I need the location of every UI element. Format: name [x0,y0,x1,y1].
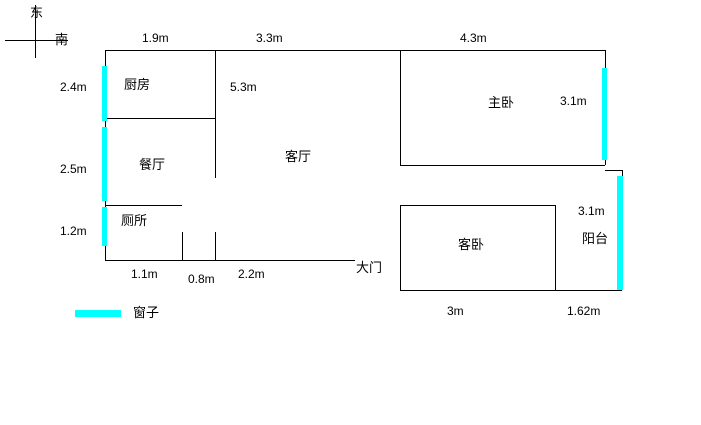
dimension-label: 4.3m [460,31,487,45]
room-label-dining-room: 餐厅 [139,157,166,172]
dimension-label: 2.2m [238,267,265,281]
dimension-label: 1.2m [60,224,87,238]
dimension-label: 0.8m [188,272,215,286]
legend-window-swatch [75,310,121,317]
wall-line [105,205,182,206]
dimension-label: 1.9m [142,31,169,45]
window-marker [617,176,623,290]
wall-line [400,205,401,290]
window-marker [602,68,607,160]
wall-line [215,232,216,260]
wall-line [605,170,622,171]
dimension-label: 5.3m [230,80,257,94]
wall-line [215,50,216,178]
room-label-balcony: 阳台 [582,231,609,246]
compass-axis-line [5,40,68,41]
dimension-label: 2.5m [60,162,87,176]
dimension-label: 3.1m [560,94,587,108]
wall-line [105,118,215,119]
wall-line [105,50,605,51]
dimension-label: 3.3m [256,31,283,45]
wall-line [105,260,355,261]
compass-axis-line [35,5,36,58]
wall-line [400,165,605,166]
wall-line [400,290,622,291]
dimension-label: 3m [447,304,464,318]
room-label-living-room: 客厅 [285,149,312,164]
room-label-kitchen: 厨房 [124,77,151,92]
room-label-main-door: 大门 [356,260,383,275]
legend-window-label: 窗子 [133,305,160,320]
dimension-label: 3.1m [578,204,605,218]
room-label-toilet: 厕所 [121,213,148,228]
window-marker [102,207,107,246]
dimension-label: 2.4m [60,80,87,94]
compass-east-label: 东 [30,5,44,20]
wall-line [400,50,401,165]
window-marker [102,66,107,121]
wall-line [182,232,183,260]
dimension-label: 1.1m [131,267,158,281]
wall-line [555,205,556,290]
room-label-master-bedroom: 主卧 [488,95,515,110]
wall-line [400,205,555,206]
room-label-guest-bedroom: 客卧 [458,237,485,252]
window-marker [102,127,107,201]
dimension-label: 1.62m [567,304,601,318]
